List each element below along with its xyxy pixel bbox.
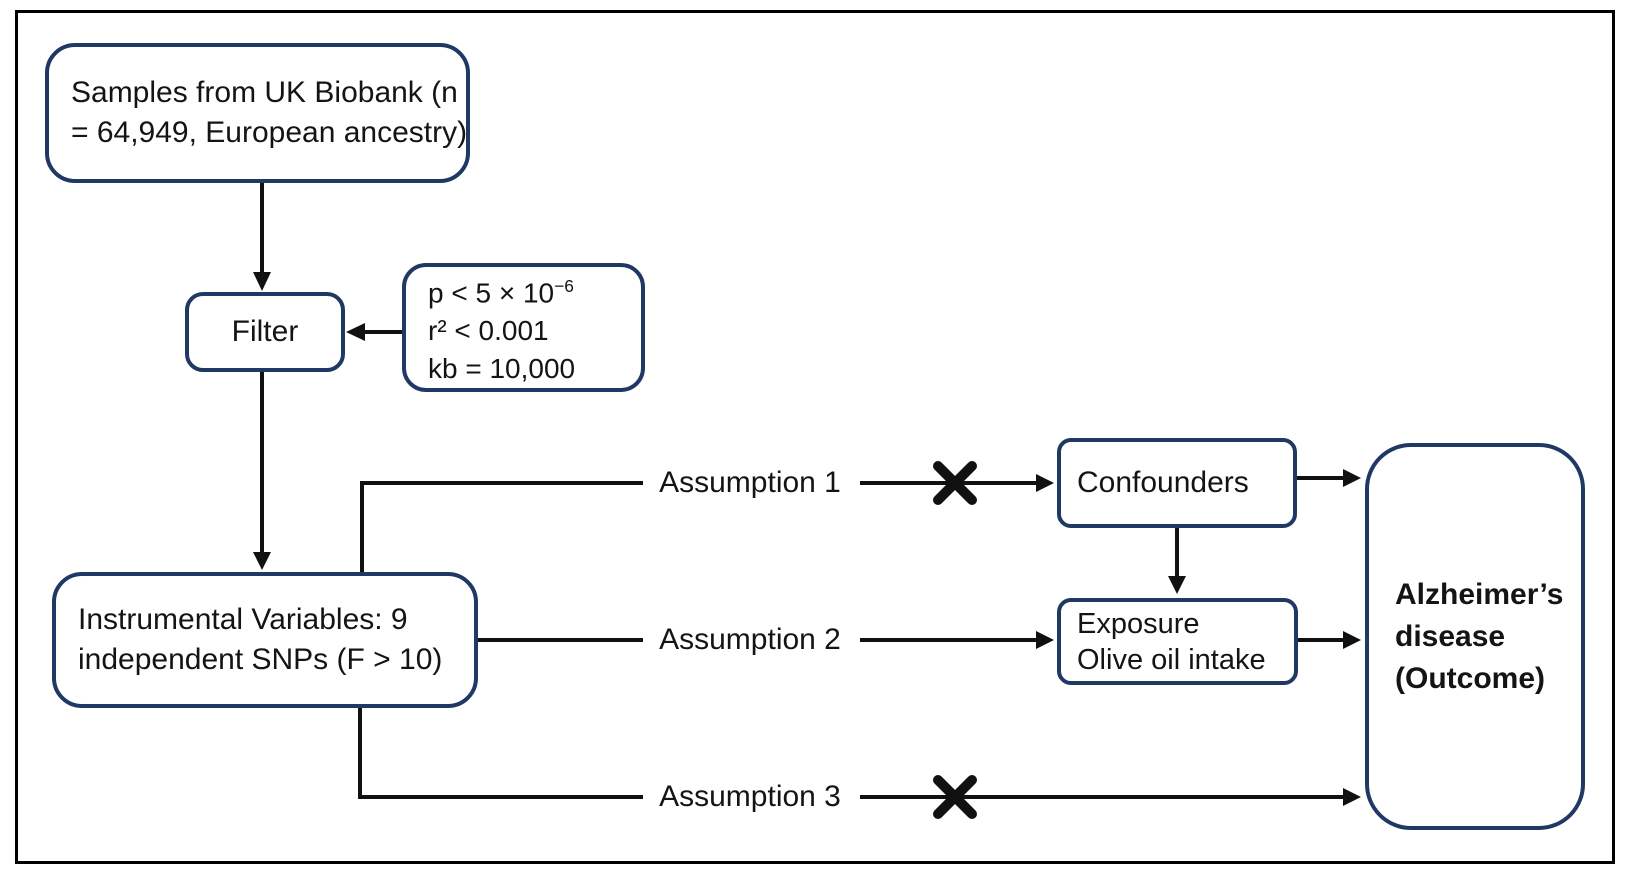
criteria-node: p < 5 × 10−6 r² < 0.001 kb = 10,000 (402, 263, 645, 392)
instrumental-variables-node: Instrumental Variables: 9 independent SN… (52, 572, 478, 708)
criteria-p-exponent: −6 (554, 275, 574, 296)
outcome-line: disease (1395, 619, 1506, 653)
filter-node: Filter (185, 292, 345, 372)
confounders-label: Confounders (1077, 466, 1249, 499)
exposure-line: Olive oil intake (1077, 643, 1266, 676)
assumption1-label: Assumption 1 (659, 466, 841, 499)
exposure-line: Exposure (1077, 607, 1200, 640)
samples-line: Samples from UK Biobank (n (71, 76, 458, 109)
criteria-p-base: p < 5 × 10 (428, 277, 555, 309)
criteria-line-kb: kb = 10,000 (428, 353, 576, 385)
assumption3-label: Assumption 3 (659, 780, 841, 813)
iv-line: independent SNPs (F > 10) (78, 643, 443, 676)
filter-label: Filter (231, 315, 299, 348)
assumption2-label: Assumption 2 (659, 623, 841, 656)
outcome-node: Alzheimer’s disease (Outcome) (1365, 443, 1585, 830)
samples-line: = 64,949, European ancestry) (71, 116, 468, 149)
iv-line: Instrumental Variables: 9 (78, 603, 408, 636)
criteria-line-r2: r² < 0.001 (428, 315, 549, 347)
outcome-line: Alzheimer’s (1395, 577, 1564, 611)
samples-node: Samples from UK Biobank (n = 64,949, Eur… (45, 43, 470, 183)
criteria-line-p: p < 5 × 10−6 (428, 267, 641, 312)
outcome-line: (Outcome) (1395, 661, 1545, 695)
exposure-node: Exposure Olive oil intake (1057, 598, 1298, 685)
confounders-node: Confounders (1057, 438, 1297, 528)
